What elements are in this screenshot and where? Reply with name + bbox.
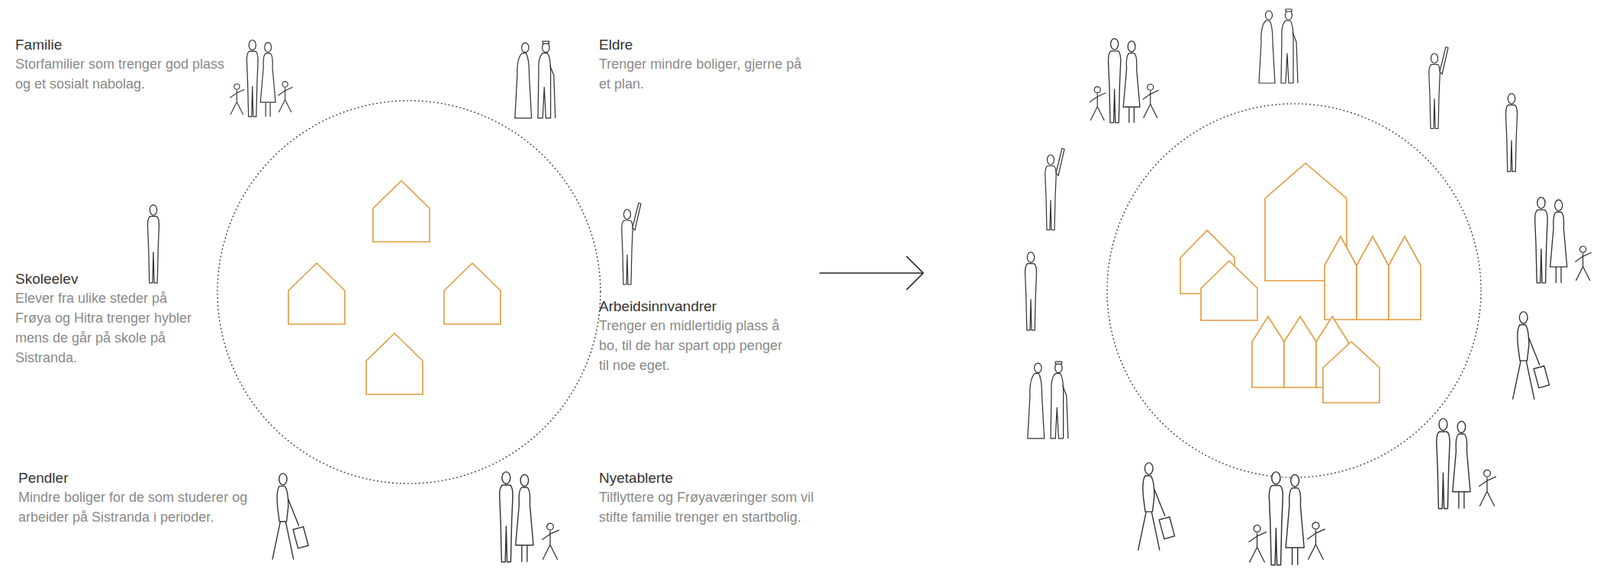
- house: [1323, 341, 1380, 403]
- house: [1200, 260, 1258, 321]
- young-family-figure: [499, 472, 560, 563]
- house: [288, 263, 345, 325]
- group-heading: Skoleelev: [15, 269, 245, 290]
- house: [366, 333, 423, 395]
- young-family-figure: [1535, 197, 1592, 284]
- worker-figure: [1429, 47, 1449, 129]
- house: [1252, 316, 1285, 388]
- worker-figure: [1045, 148, 1065, 231]
- student-figure: [148, 205, 160, 284]
- commuter-figure: [1513, 312, 1550, 400]
- family-figure: [1248, 472, 1325, 566]
- group-heading: Arbeidsinnvandrer: [598, 296, 828, 317]
- house: [1324, 236, 1357, 320]
- commuter-figure: [1138, 463, 1176, 551]
- houses: [1180, 163, 1421, 403]
- family-figure: [1089, 38, 1159, 123]
- elderly-figure: [1258, 9, 1298, 84]
- worker-figure: [621, 202, 641, 285]
- young-family-figure: [1436, 418, 1497, 509]
- elderly-figure: [1027, 361, 1069, 439]
- group-description: Trenger en midlertidig plass å bo, til d…: [598, 315, 790, 376]
- house: [1356, 236, 1389, 320]
- arrow: [819, 256, 924, 290]
- group-description: Elever fra ulike steder på Frøya og Hitr…: [15, 288, 199, 368]
- commuter-figure: [272, 473, 309, 561]
- group-description: Mindre boliger for de som studerer og ar…: [18, 487, 293, 528]
- group-heading: Eldre: [598, 35, 828, 55]
- house: [1284, 316, 1317, 388]
- family-figure: [229, 40, 293, 118]
- group-heading: Pendler: [18, 468, 248, 489]
- group-heading: Familie: [15, 35, 245, 55]
- house: [1388, 236, 1421, 320]
- group-heading: Nyetablerte: [598, 468, 828, 489]
- dotted-circle: [1107, 103, 1481, 478]
- group-description: Trenger mindre boliger, gjerne på et pla…: [598, 54, 813, 94]
- houses: [288, 180, 501, 395]
- student-figure: [1025, 252, 1037, 331]
- group-description: Storfamilier som trenger god plass og et…: [15, 54, 229, 94]
- elderly-figure: [515, 41, 556, 119]
- student-figure: [1506, 93, 1518, 172]
- dotted-circle: [217, 100, 601, 484]
- house: [373, 180, 430, 242]
- group-description: Tilflyttere og Frøyaværinger som vil sti…: [598, 487, 836, 528]
- house: [444, 263, 501, 325]
